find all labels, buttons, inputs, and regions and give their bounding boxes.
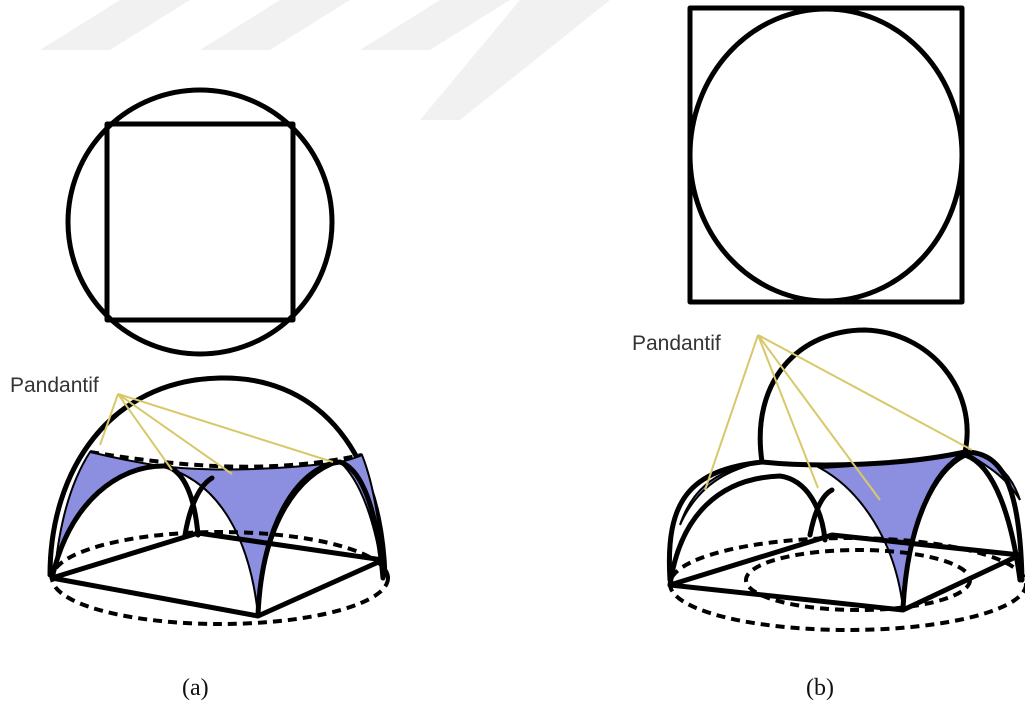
panel-b-arch-back [807, 487, 835, 538]
panel-b-dome [666, 327, 1025, 632]
background-watermark [40, 0, 610, 120]
panel-b-leader-4 [757, 334, 973, 451]
panel-b-plan-circle [687, 6, 965, 304]
panel-a-arch-back [182, 475, 215, 538]
panel-b-base-circle-inner [744, 548, 972, 612]
panel-a-annotation: Pandantif [10, 374, 334, 475]
panel-a: Pandantif (a) [10, 87, 390, 701]
panel-b-arch-left [667, 473, 828, 588]
panel-a-leader-3 [117, 393, 233, 475]
panel-a-plan-square [104, 121, 296, 323]
panel-b: Pandantif (b) [632, 5, 1025, 701]
panel-a-plan-view [65, 87, 335, 357]
panel-a-leader-4 [117, 393, 334, 463]
panel-a-plan-circle [65, 87, 335, 357]
panel-b-arch-right [900, 452, 1023, 611]
panel-a-base-circle [50, 530, 390, 626]
panel-b-caption: (b) [806, 675, 834, 701]
panel-b-plan-view [687, 5, 965, 305]
panel-b-pendentive-ring-outer [666, 449, 1025, 583]
panel-a-leader-1 [99, 393, 119, 446]
panel-a-base-square [49, 530, 386, 619]
panel-b-annotation: Pandantif [632, 332, 973, 501]
panel-b-leader-1 [704, 334, 759, 491]
panel-a-leader-2 [117, 393, 173, 471]
panel-b-base-circle-outer [668, 536, 1025, 632]
panel-b-leader-2 [757, 334, 819, 489]
panel-a-pendentive-label: Pandantif [10, 374, 99, 397]
panel-a-dome [47, 375, 390, 626]
panel-a-caption: (a) [182, 675, 209, 701]
panel-b-pendentive-left [679, 461, 763, 526]
panel-b-base-square [667, 532, 1023, 613]
panel-b-upper-dome [757, 327, 970, 468]
panel-b-leader-3 [757, 334, 881, 501]
panel-a-arch-left [49, 463, 201, 581]
panel-b-pendentive-label: Pandantif [632, 332, 721, 355]
